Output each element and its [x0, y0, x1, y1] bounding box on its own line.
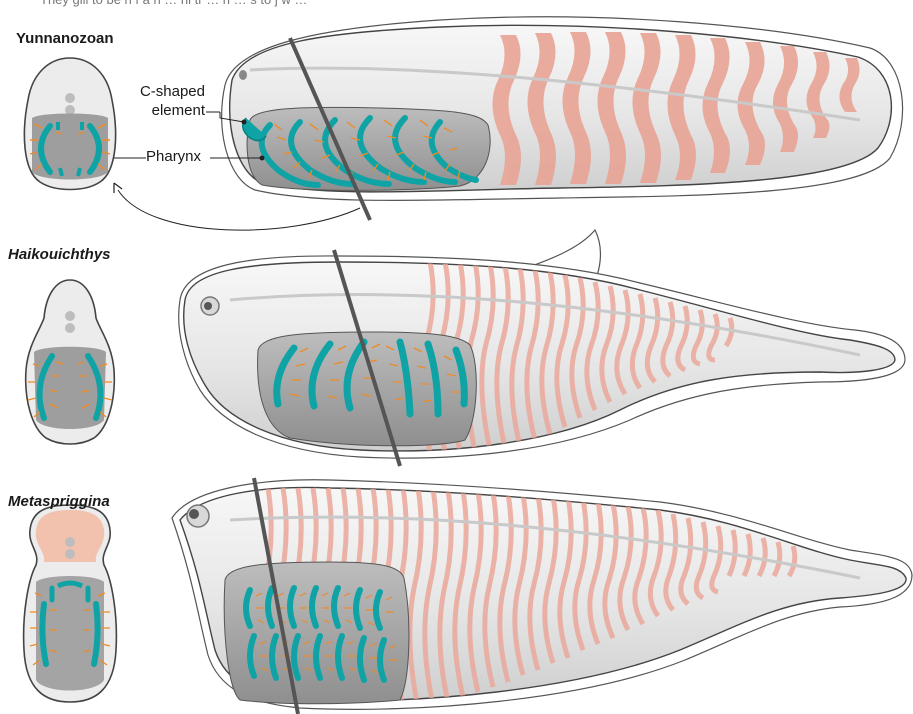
species-label-haikouichthys: Haikouichthys: [8, 246, 111, 263]
metaspriggina-group: [172, 478, 912, 714]
header-fragment-text: They gill to be n f a n … hi tr … h … s …: [40, 0, 307, 7]
pharynx-leader-dot: [260, 156, 265, 161]
c-shaped-element-label: C-shaped element: [120, 82, 205, 120]
metaspriggina-eye-pupil: [189, 509, 199, 519]
yunnanozoan-group: [70, 17, 903, 230]
yunnanozoan-eye: [239, 70, 247, 80]
haikouichthys-group: [179, 230, 905, 466]
metaspriggina-cross-section: [24, 505, 117, 702]
section-arrowhead: [114, 183, 122, 193]
pharynx-label: Pharynx: [146, 148, 201, 165]
species-label-yunnanozoan: Yunnanozoan: [16, 30, 114, 47]
haikouichthys-cross-section: [26, 280, 115, 444]
species-label-metaspriggina: Metaspriggina: [8, 493, 110, 510]
c-shaped-leader-dot: [242, 120, 247, 125]
haikouichthys-eye-pupil: [204, 302, 212, 310]
metaspriggina-pharynx: [224, 562, 409, 704]
yunnanozoan-cross-section: [24, 58, 115, 190]
